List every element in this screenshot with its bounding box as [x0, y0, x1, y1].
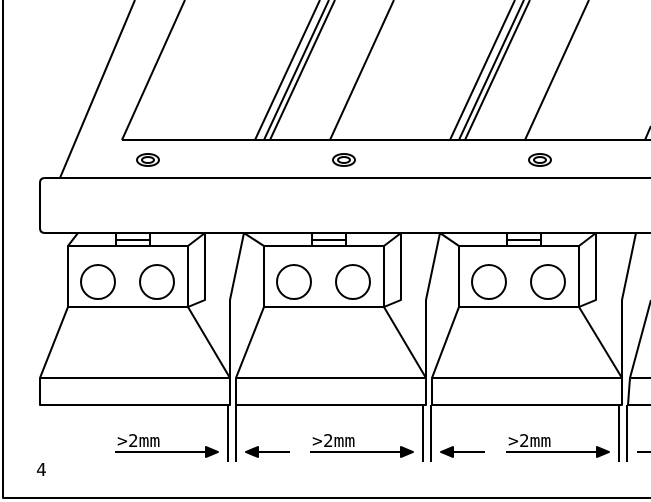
- terminal-screw: [80, 264, 116, 300]
- terminal-block: [67, 245, 189, 308]
- terminal-block: [263, 245, 385, 308]
- terminal-screw: [139, 264, 175, 300]
- rail-clip: [506, 233, 542, 246]
- mounting-frame: [59, 0, 651, 179]
- terminal-screw: [530, 264, 566, 300]
- din-rail: [39, 177, 651, 234]
- screw: [136, 153, 160, 167]
- housing-side: [425, 232, 597, 378]
- figure-number: 4: [36, 460, 47, 481]
- breaker-unit: [229, 232, 427, 406]
- housing-bottom: [431, 306, 623, 406]
- terminal-screw: [471, 264, 507, 300]
- gap-dimension: [115, 405, 290, 462]
- gap-label: >2mm: [117, 431, 160, 452]
- terminal-screw: [335, 264, 371, 300]
- terminal-screw: [276, 264, 312, 300]
- breaker-unit: [39, 232, 231, 406]
- rail-clip: [311, 233, 347, 246]
- screw-row: [136, 153, 552, 167]
- gap-dimension: [310, 405, 485, 462]
- housing-bottom: [39, 306, 231, 406]
- gap-label: >2mm: [508, 431, 551, 452]
- gap-label: >2mm: [312, 431, 355, 452]
- housing-side: [229, 232, 402, 378]
- housing-side: [67, 232, 206, 308]
- breaker-unit-partial: [621, 232, 651, 406]
- gap-dimension: [506, 405, 651, 462]
- terminal-block: [458, 245, 580, 308]
- screw: [332, 153, 356, 167]
- rail-clip: [115, 233, 151, 246]
- breaker-unit: [425, 232, 623, 406]
- screw: [528, 153, 552, 167]
- housing-bottom: [235, 306, 427, 406]
